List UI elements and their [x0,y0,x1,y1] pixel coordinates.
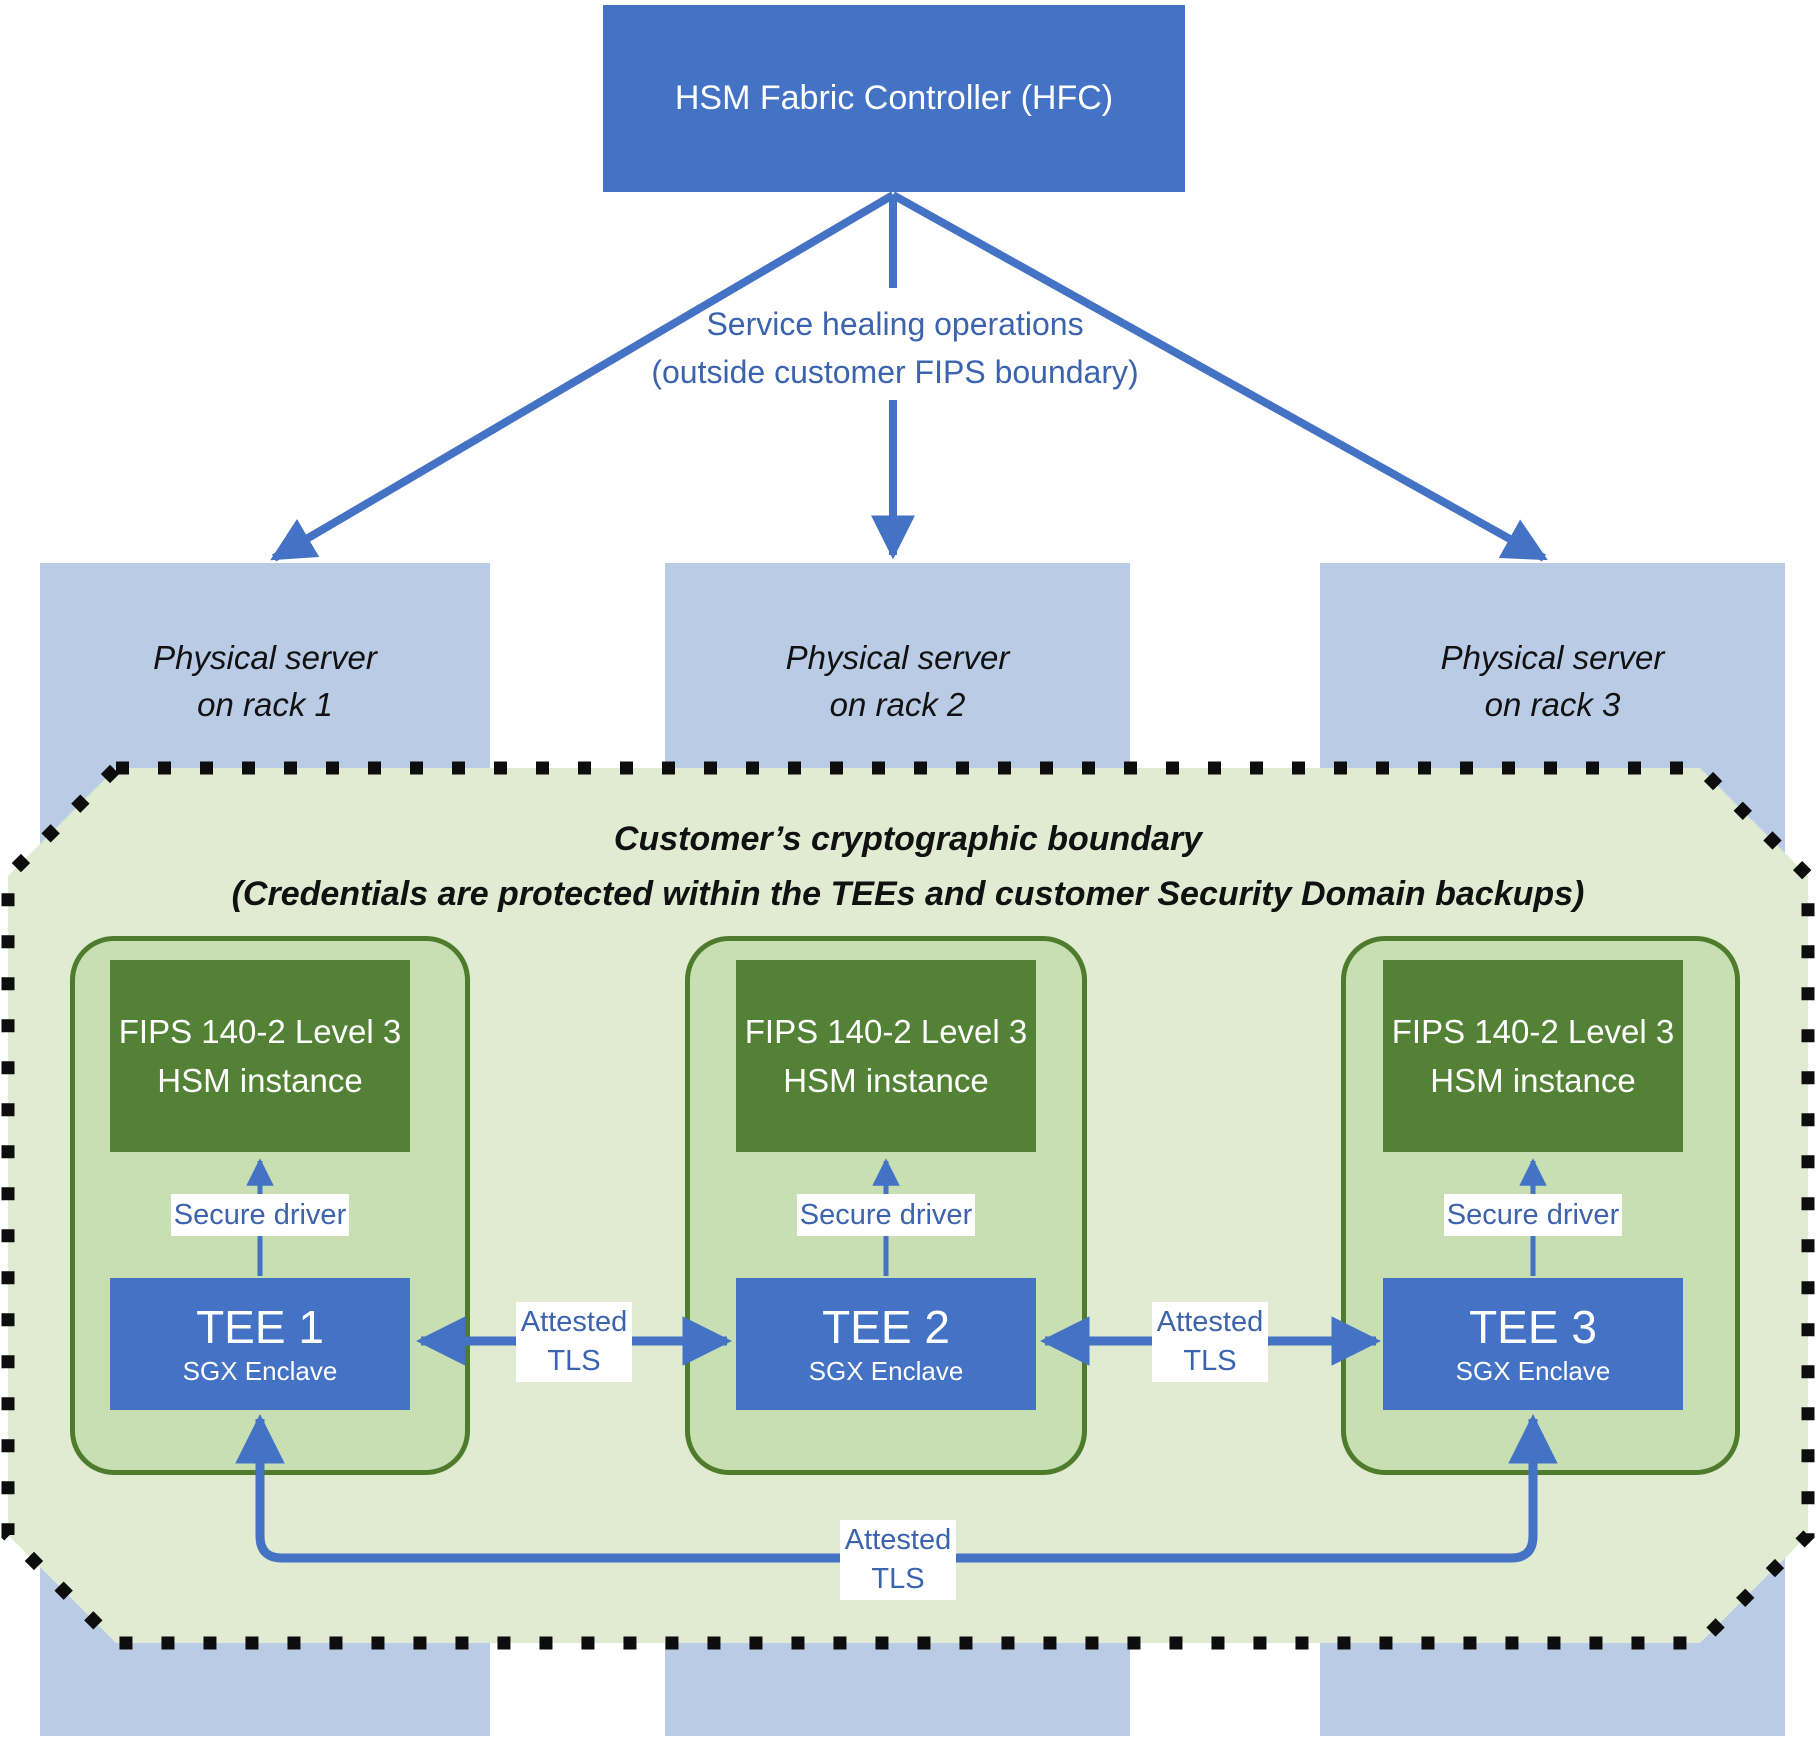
secure-driver-label-2: Secure driver [797,1194,975,1236]
hsm3-line1: FIPS 140-2 Level 3 [1391,1012,1675,1050]
service-healing-line1: Service healing operations [706,306,1084,342]
attested-tls-1-line1: Attested [520,1305,628,1338]
hsm1-line2: HSM instance [157,1062,363,1099]
attested-tls-2-line2: TLS [1183,1345,1237,1377]
hsm2-line2: HSM instance [783,1062,989,1099]
attested-tls-label-3: Attested TLS [840,1520,956,1600]
attested-tls-2-line1: Attested [1156,1305,1264,1338]
boundary-title-line2: (Credentials are protected within the TE… [231,875,1585,914]
server3-line1: Physical server [1440,639,1665,676]
tee2-title: TEE 2 [822,1301,950,1353]
tee3-subtitle: SGX Enclave [1455,1356,1611,1386]
attested-tls-label-2: Attested TLS [1152,1302,1268,1382]
service-healing-line2: (outside customer FIPS boundary) [651,354,1139,390]
tee3-title: TEE 3 [1469,1301,1597,1353]
tee2-box: TEE 2 SGX Enclave [736,1278,1036,1410]
hfc-label: HSM Fabric Controller (HFC) [674,79,1114,117]
server1-line1: Physical server [153,639,377,676]
secure-driver-label-3: Secure driver [1444,1194,1622,1236]
boundary-title-line1: Customer’s cryptographic boundary [613,820,1203,858]
hsm1-line1: FIPS 140-2 Level 3 [118,1012,402,1050]
attested-tls-label-1: Attested TLS [516,1302,632,1382]
attested-tls-1-line2: TLS [547,1345,601,1377]
hsm-fabric-controller-box: HSM Fabric Controller (HFC) [603,5,1185,192]
attested-tls-3-line1: Attested [844,1523,952,1556]
server1-line2: on rack 1 [197,685,333,723]
customer-boundary-title: Customer’s cryptographic boundary (Crede… [8,812,1808,922]
tee2-subtitle: SGX Enclave [808,1356,964,1386]
hsm-instance-1-box: FIPS 140-2 Level 3 HSM instance [110,960,410,1152]
hsm2-line1: FIPS 140-2 Level 3 [744,1012,1028,1050]
server2-line2: on rack 2 [829,685,966,723]
secure-driver-text-2: Secure driver [799,1198,973,1231]
tee1-subtitle: SGX Enclave [182,1356,338,1386]
physical-server-rack1-label: Physical server on rack 1 [40,563,490,729]
service-healing-label: Service healing operations (outside cust… [495,300,1295,396]
secure-driver-label-1: Secure driver [171,1194,349,1236]
secure-driver-text-3: Secure driver [1446,1198,1620,1231]
hsm-instance-3-box: FIPS 140-2 Level 3 HSM instance [1383,960,1683,1152]
secure-driver-text-1: Secure driver [173,1198,347,1231]
server2-line1: Physical server [785,639,1010,676]
hsm3-line2: HSM instance [1430,1062,1636,1099]
physical-server-rack2-label: Physical server on rack 2 [665,563,1130,729]
physical-server-rack3-label: Physical server on rack 3 [1320,563,1785,729]
tee1-box: TEE 1 SGX Enclave [110,1278,410,1410]
attested-tls-3-line2: TLS [871,1563,925,1595]
tee3-box: TEE 3 SGX Enclave [1383,1278,1683,1410]
tee1-title: TEE 1 [196,1301,324,1353]
hsm-instance-2-box: FIPS 140-2 Level 3 HSM instance [736,960,1036,1152]
server3-line2: on rack 3 [1484,685,1621,723]
